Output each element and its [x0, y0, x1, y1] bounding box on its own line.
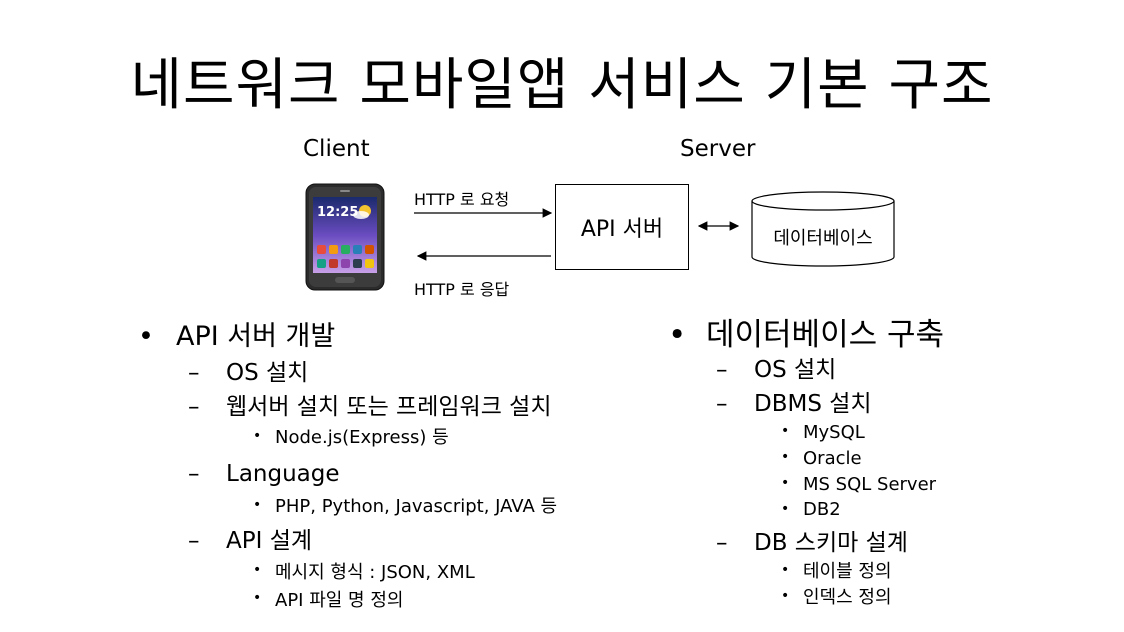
right-subitem-mysql: •MySQL [781, 422, 865, 443]
left-subitem-languages: •PHP, Python, Javascript, JAVA 등 [253, 496, 558, 517]
left-heading: •API 서버 개발 [138, 321, 336, 352]
api-server-label: API 서버 [580, 217, 664, 242]
database-label: 데이터베이스 [773, 228, 873, 249]
right-subitem-index: •인덱스 정의 [781, 587, 892, 608]
response-label: HTTP 로 응답 [414, 280, 510, 299]
api-server-box: API 서버 [555, 184, 689, 270]
left-subitem-message-format: •메시지 형식 : JSON, XML [253, 562, 475, 583]
right-subitem-db2: •DB2 [781, 499, 841, 520]
left-item-os: –OS 설치 [188, 360, 309, 386]
left-bullet-list: •API 서버 개발 –OS 설치 –웹서버 설치 또는 프레임워크 설치 •N… [138, 320, 558, 615]
client-label: Client [303, 136, 370, 162]
right-heading: •데이터베이스 구축 [668, 317, 945, 353]
right-subitem-table: •테이블 정의 [781, 561, 892, 582]
right-subitem-oracle: •Oracle [781, 448, 862, 469]
smartphone-icon: 12:25 [305, 183, 385, 291]
left-subitem-node: •Node.js(Express) 등 [253, 427, 449, 448]
left-item-api-design: –API 설계 [188, 528, 313, 554]
right-item-schema: –DB 스키마 설계 [716, 530, 908, 556]
slide-title: 네트워크 모바일앱 서비스 기본 구조 [130, 53, 994, 118]
left-item-webserver: –웹서버 설치 또는 프레임워크 설치 [188, 394, 552, 420]
right-bullet-list: •데이터베이스 구축 –OS 설치 –DBMS 설치 •MySQL •Oracl… [668, 316, 945, 611]
right-item-os: –OS 설치 [716, 357, 837, 383]
phone-clock: 12:25 [317, 205, 358, 220]
database-cylinder [751, 191, 895, 267]
left-item-language: –Language [188, 461, 340, 487]
right-item-dbms: –DBMS 설치 [716, 391, 872, 417]
request-label: HTTP 로 요청 [414, 190, 510, 209]
server-label: Server [680, 136, 756, 162]
right-subitem-mssql: •MS SQL Server [781, 474, 937, 495]
left-subitem-api-file: •API 파일 명 정의 [253, 590, 404, 611]
